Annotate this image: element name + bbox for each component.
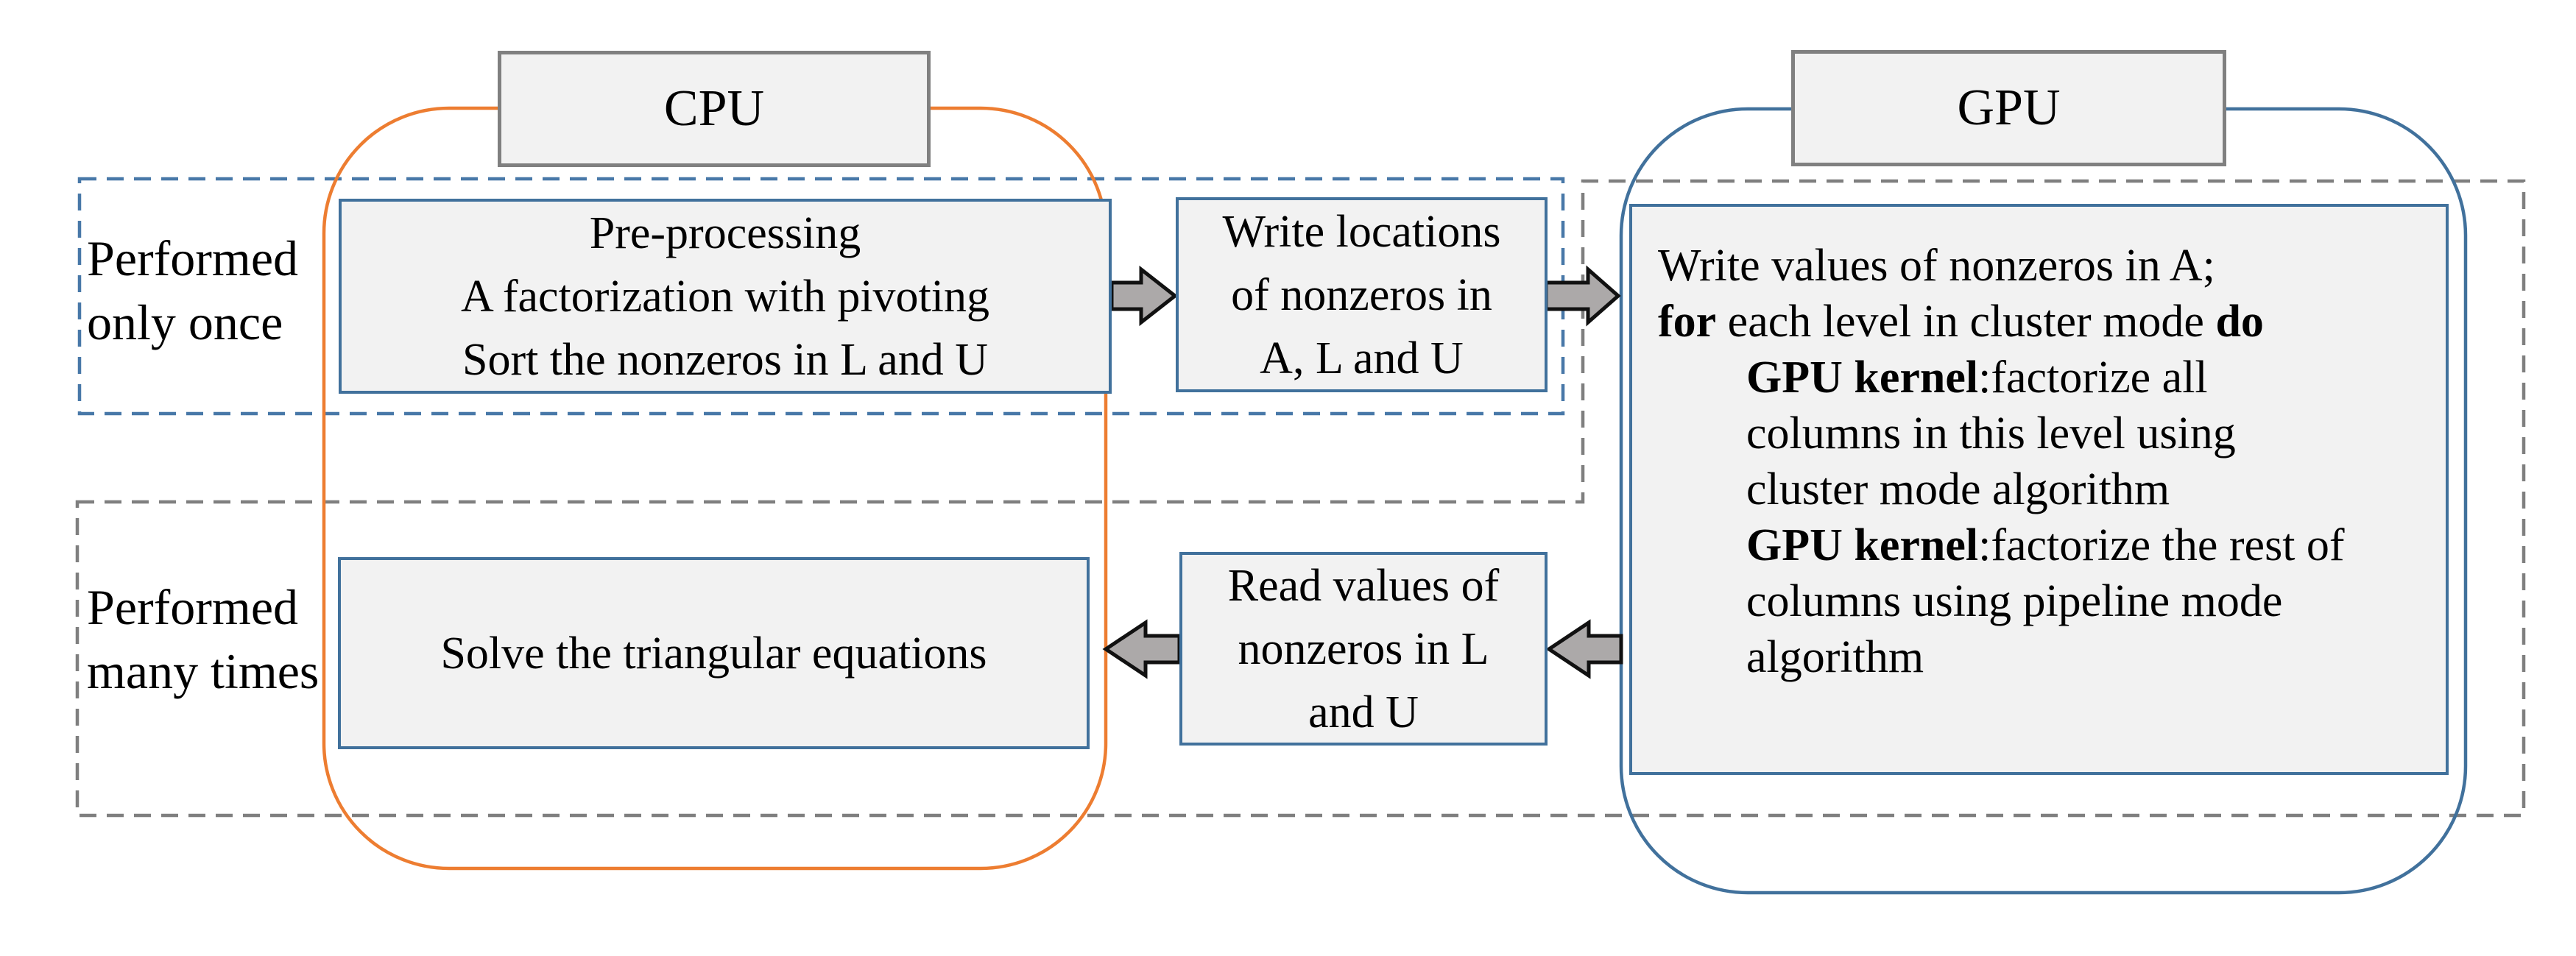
read-values-line2: nonzeros in L bbox=[1238, 623, 1489, 674]
for-keyword: for bbox=[1658, 297, 1717, 347]
gpu-program-line5-text: cluster mode algorithm bbox=[1746, 464, 2170, 514]
preprocessing-line1: Pre-processing bbox=[589, 208, 861, 258]
performed-once-dashed-region bbox=[77, 177, 1565, 416]
solve-triangular-line: Solve the triangular equations bbox=[440, 628, 987, 679]
cpu-chip-label: CPU bbox=[498, 51, 931, 167]
preprocessing-line2: A factorization with pivoting bbox=[460, 271, 990, 322]
gpu-program-line7: columns using pipeline mode bbox=[1746, 573, 2438, 629]
gpu-program-line2: for each level in cluster mode do bbox=[1658, 294, 2438, 350]
gpu-program-line3: GPU kernel:factorize all bbox=[1746, 350, 2438, 406]
gpu-program-box: Write values of nonzeros in A; for each … bbox=[1629, 204, 2449, 775]
gpu-program-line6: GPU kernel:factorize the rest of bbox=[1746, 517, 2438, 573]
gpu-program-line5: cluster mode algorithm bbox=[1746, 461, 2438, 517]
gpu-program-line1-text: Write values of nonzeros in A; bbox=[1658, 241, 2215, 291]
gpu-kernel-keyword: GPU kernel bbox=[1746, 520, 1979, 570]
gpu-chip-label: GPU bbox=[1791, 50, 2226, 166]
gpu-program-line8-text: algorithm bbox=[1746, 632, 1924, 682]
write-locations-line1: Write locations bbox=[1222, 206, 1501, 257]
performed-once-label: Performed only once bbox=[87, 227, 298, 355]
right-block-arrow-icon bbox=[1109, 265, 1179, 327]
gpu-program-line6-text: :factorize the rest of bbox=[1978, 520, 2345, 570]
read-values-line1: Read values of bbox=[1227, 560, 1500, 611]
write-locations-box: Write locations of nonzeros in A, L and … bbox=[1176, 197, 1548, 392]
preprocessing-box: Pre-processing A factorization with pivo… bbox=[339, 199, 1112, 394]
cpu-chip-label-text: CPU bbox=[663, 80, 765, 137]
gpu-program-line4: columns in this level using bbox=[1746, 406, 2438, 461]
performed-many-label-line2: many times bbox=[87, 643, 320, 699]
performed-once-label-line1: Performed bbox=[87, 230, 299, 286]
gpu-program-line8: algorithm bbox=[1746, 629, 2438, 685]
performed-once-label-line2: only once bbox=[87, 294, 283, 350]
gpu-program-line7-text: columns using pipeline mode bbox=[1746, 576, 2283, 626]
performed-many-label-line1: Performed bbox=[87, 579, 299, 635]
gpu-chip-label-text: GPU bbox=[1957, 79, 2061, 136]
preprocessing-line3: Sort the nonzeros in L and U bbox=[462, 334, 988, 385]
write-locations-line2: of nonzeros in bbox=[1231, 269, 1492, 320]
performed-many-times-dashed-region bbox=[75, 179, 2526, 818]
performed-many-label: Performed many times bbox=[87, 576, 319, 704]
solve-triangular-box: Solve the triangular equations bbox=[338, 557, 1090, 749]
read-values-line3: and U bbox=[1308, 687, 1419, 737]
gpu-program-line2-text: each level in cluster mode bbox=[1716, 297, 2216, 347]
write-locations-line3: A, L and U bbox=[1260, 333, 1464, 383]
left-block-arrow-icon bbox=[1102, 619, 1182, 679]
gpu-kernel-keyword: GPU kernel bbox=[1746, 353, 1979, 403]
gpu-program-line1: Write values of nonzeros in A; bbox=[1658, 238, 2438, 294]
do-keyword: do bbox=[2215, 297, 2264, 347]
left-block-arrow-icon bbox=[1545, 619, 1623, 679]
gpu-program-line4-text: columns in this level using bbox=[1746, 408, 2236, 458]
read-values-box: Read values of nonzeros in L and U bbox=[1179, 552, 1548, 746]
gpu-program-line3-text: :factorize all bbox=[1978, 353, 2208, 403]
right-block-arrow-icon bbox=[1544, 265, 1621, 327]
